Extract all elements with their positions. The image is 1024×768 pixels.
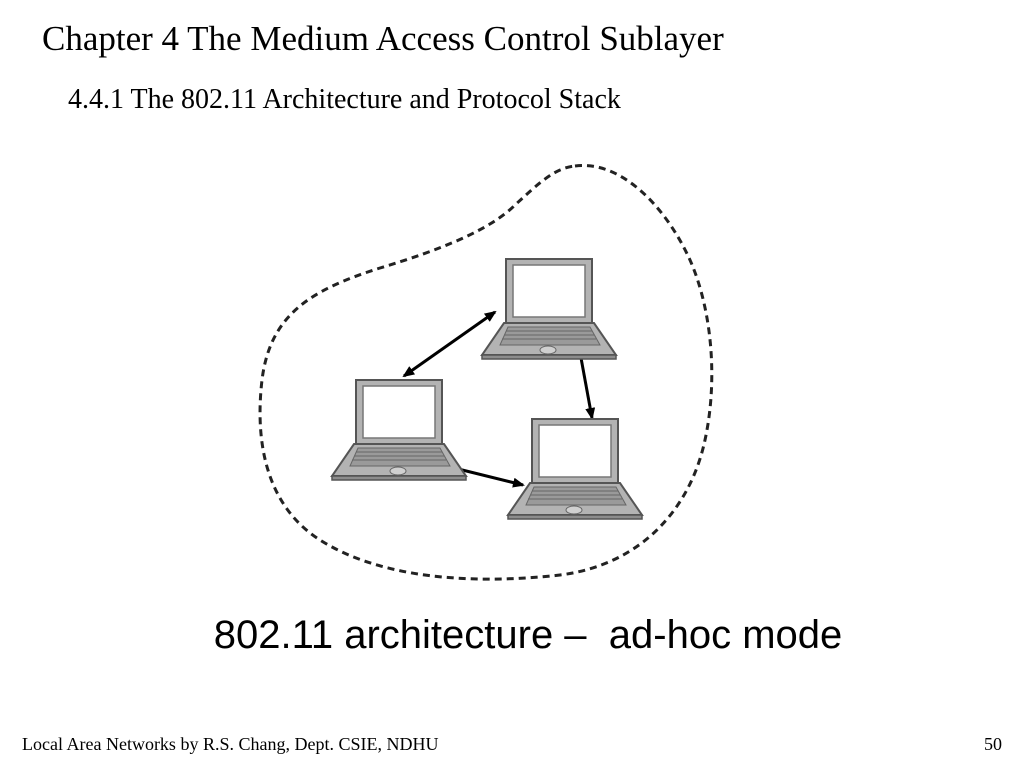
laptop-icon — [331, 379, 467, 481]
laptop-icon — [481, 258, 617, 360]
slide-subtitle: 4.4.1 The 802.11 Architecture and Protoc… — [68, 84, 621, 115]
slide-title: Chapter 4 The Medium Access Control Subl… — [42, 19, 724, 58]
diagram-caption: 802.11 architecture – ad-hoc mode — [213, 613, 843, 657]
link-top-left — [402, 310, 497, 378]
laptop-icon — [507, 418, 643, 520]
page-number: 50 — [984, 734, 1002, 754]
network-boundary — [258, 163, 714, 581]
slide-footer: Local Area Networks by R.S. Chang, Dept.… — [22, 734, 439, 754]
